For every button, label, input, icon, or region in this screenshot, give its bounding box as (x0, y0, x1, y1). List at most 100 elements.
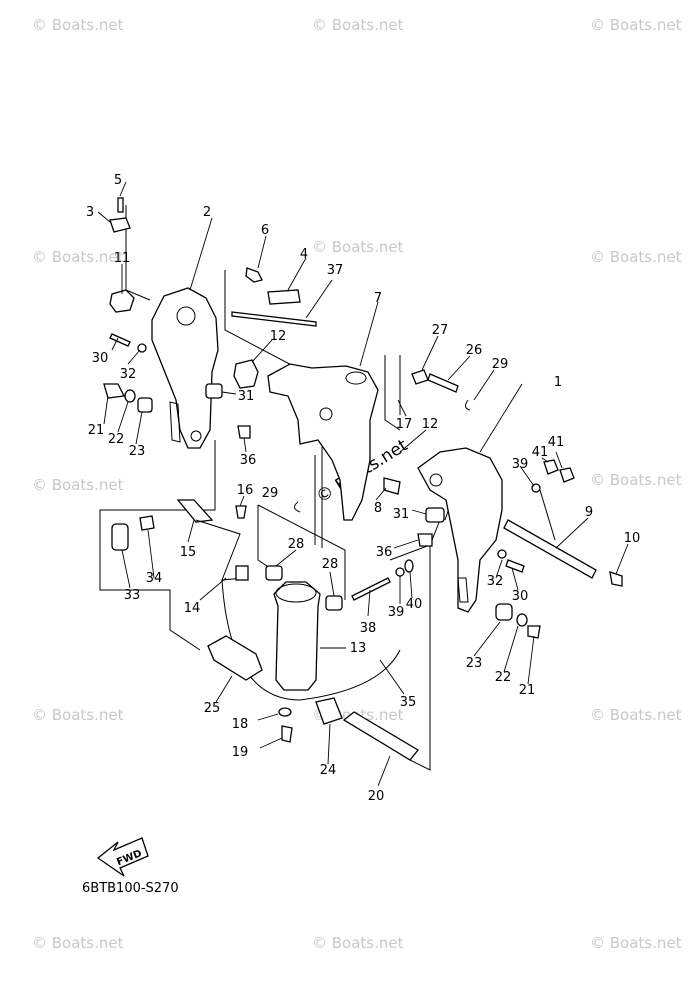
part-number-label: 28 (322, 557, 339, 572)
part-15-plate (176, 499, 214, 523)
part-number-label: 4 (300, 247, 308, 262)
part-12-bushing (233, 359, 259, 389)
part-3-cap (109, 217, 131, 233)
part-7-swivel-bracket (267, 363, 379, 521)
part-number-label: 36 (376, 545, 393, 560)
part-23-bushing (137, 397, 153, 413)
part-36-bolt (417, 533, 433, 547)
part-21-bolt (527, 625, 541, 639)
part-number-label: 8 (374, 501, 382, 516)
watermark: © Boats.net (32, 248, 124, 266)
guide-line (539, 489, 556, 541)
part-number-label: 31 (393, 507, 410, 522)
part-22-washer (124, 389, 136, 403)
part-number-label: 40 (406, 597, 423, 612)
part-33-block (111, 523, 129, 551)
part-32-washer (497, 549, 507, 559)
watermark: © Boats.net (32, 706, 124, 724)
part-29-clip (464, 399, 471, 411)
part-31-collar (205, 383, 223, 399)
part-number-label: 13 (350, 641, 367, 656)
part-number-label: 9 (585, 505, 593, 520)
part-number-label: 32 (487, 574, 504, 589)
part-number-label: 16 (237, 483, 254, 498)
part-number-label: 38 (360, 621, 377, 636)
part-number-label: 21 (519, 683, 536, 698)
part-number-label: 37 (327, 263, 344, 278)
part-number-label: 11 (114, 251, 131, 266)
part-16-screw (235, 505, 247, 519)
part-number-label: 29 (492, 357, 509, 372)
watermark: © Boats.net (32, 16, 124, 34)
watermark: © Boats.net (312, 238, 404, 256)
watermark: © Boats.net (590, 16, 682, 34)
part-number-label: 1 (554, 375, 562, 390)
part-37-rod (231, 311, 317, 327)
part-number-label: 34 (146, 571, 163, 586)
part-number-label: 26 (466, 343, 483, 358)
part-number-label: 28 (288, 537, 305, 552)
watermark: © Boats.net (312, 16, 404, 34)
part-23-bushing (495, 603, 513, 621)
part-28-spacer (325, 595, 343, 611)
part-39-washer (395, 567, 405, 577)
part-26-shaft (427, 373, 459, 393)
part-number-label: 12 (422, 417, 439, 432)
part-number-label: 30 (512, 589, 529, 604)
part-number-label: 2 (203, 205, 211, 220)
watermark: © Boats.net (312, 934, 404, 952)
part-25-bushing (207, 635, 263, 681)
part-number-labels: 1 2 3 4 5 6 7 8 9 10 11 12 12 13 14 15 1… (86, 173, 640, 804)
part-40-washer (404, 559, 414, 573)
watermark: © Boats.net (32, 934, 124, 952)
part-number-label: 41 (548, 435, 565, 450)
parts-layer (103, 197, 623, 761)
guide-line (257, 504, 346, 600)
part-number-label: 23 (129, 444, 146, 459)
watermark: © Boats.net (32, 476, 124, 494)
part-2-clamp-bracket (151, 287, 219, 449)
part-27-bushing (411, 369, 429, 385)
part-number-label: 10 (624, 531, 641, 546)
part-18-washer (278, 707, 292, 717)
part-10-bolt (609, 571, 623, 587)
part-number-label: 25 (204, 701, 221, 716)
part-number-label: 20 (368, 789, 385, 804)
part-number-label: 21 (88, 423, 105, 438)
swivel-hole (319, 407, 333, 421)
part-number-label: 12 (270, 329, 287, 344)
part-34-screw (139, 515, 155, 531)
guide-line (384, 355, 401, 431)
part-41-nut (559, 467, 575, 483)
part-number-label: 24 (320, 763, 337, 778)
fwd-arrow: FWD (96, 837, 149, 877)
part-number-label: 39 (388, 605, 405, 620)
part-29-clip (294, 501, 301, 513)
part-number-label: 39 (512, 457, 529, 472)
part-number-label: 41 (532, 445, 549, 460)
part-number-label: 36 (240, 453, 257, 468)
part-number-label: 5 (114, 173, 122, 188)
part-number-label: 22 (108, 432, 125, 447)
part-13-cylinder (273, 581, 321, 691)
watermark: © Boats.net (590, 471, 682, 489)
part-number-label: 19 (232, 745, 249, 760)
swivel-hole (345, 371, 367, 385)
part-number-label: 32 (120, 367, 137, 382)
part-number-label: 22 (495, 670, 512, 685)
part-number-label: 14 (184, 601, 201, 616)
part-number-label: 29 (262, 486, 279, 501)
part-19-bolt (281, 725, 293, 743)
part-8-bolt (383, 477, 401, 495)
part-1-clamp-bracket (417, 447, 503, 613)
part-14-rod (195, 519, 245, 581)
watermark: © Boats.net (590, 248, 682, 266)
bracket-hole (429, 473, 443, 487)
drawing-code: 6BTB100-S270 (82, 881, 179, 896)
part-5-pin (117, 197, 124, 213)
bracket-hole (176, 306, 196, 326)
bracket-slot (169, 401, 181, 443)
bracket-slot (457, 577, 469, 603)
part-9-tilt-shaft (503, 519, 597, 579)
